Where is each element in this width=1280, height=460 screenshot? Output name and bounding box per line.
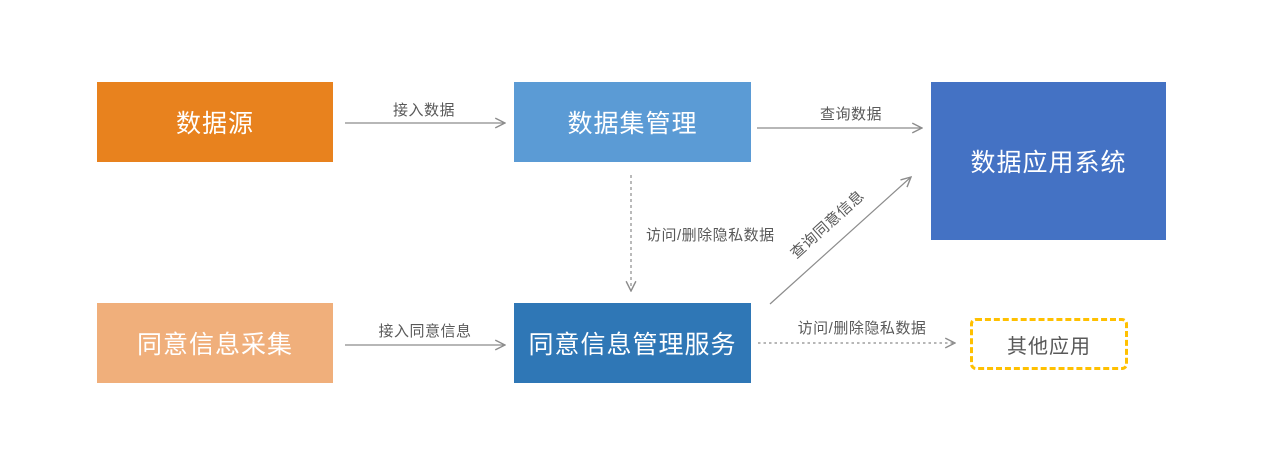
node-dataset-management-label: 数据集管理 (567, 110, 698, 138)
edge-label-access-consent-info: 接入同意信息 (378, 323, 472, 340)
node-dataset-management: 数据集管理 (514, 82, 751, 162)
node-consent-management-service-label: 同意信息管理服务 (528, 331, 737, 359)
node-other-applications-label: 其他应用 (1007, 335, 1091, 358)
edge-label-access-delete-private-data-horizontal: 访问/删除隐私数据 (797, 320, 927, 337)
edge-label-access-data: 接入数据 (392, 102, 456, 119)
node-data-source-label: 数据源 (175, 110, 254, 138)
edge-label-query-data: 查询数据 (819, 106, 883, 123)
node-data-application-system: 数据应用系统 (931, 82, 1166, 240)
node-consent-management-service: 同意信息管理服务 (514, 303, 751, 383)
node-consent-collection: 同意信息采集 (97, 303, 333, 383)
node-data-source: 数据源 (97, 82, 333, 162)
node-consent-collection-label: 同意信息采集 (136, 331, 293, 359)
node-other-applications: 其他应用 (970, 318, 1128, 370)
node-data-application-system-label: 数据应用系统 (970, 149, 1127, 177)
edge-query-consent-info-line (769, 177, 911, 305)
edge-label-access-delete-private-data-vertical: 访问/删除隐私数据 (646, 227, 775, 244)
